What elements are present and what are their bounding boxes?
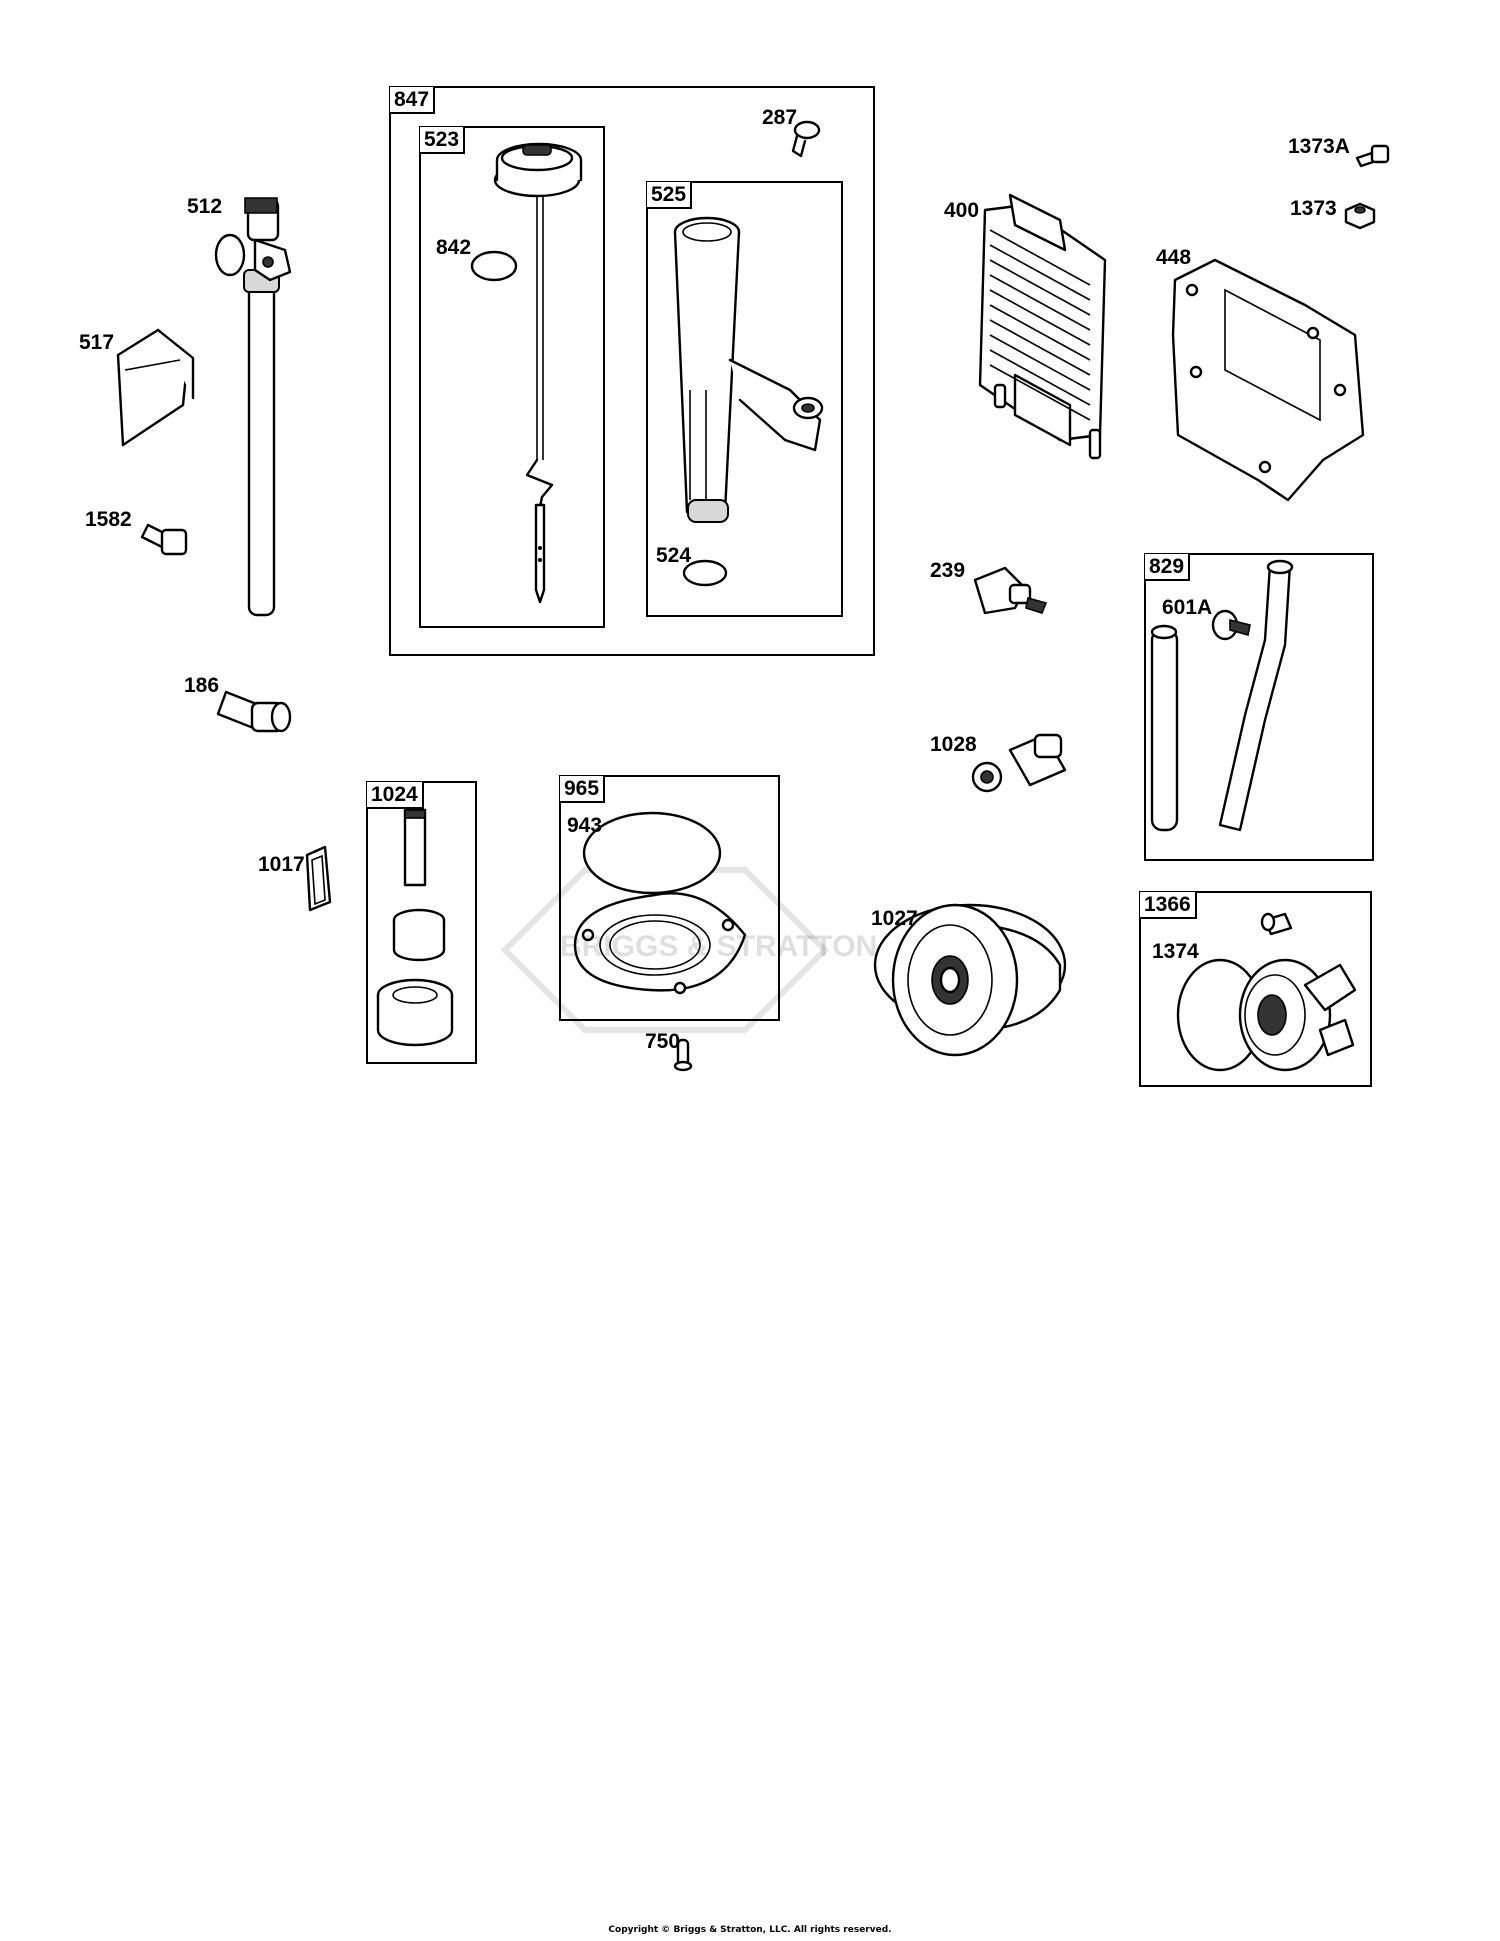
label-517: 517 [79,331,115,354]
label-1582: 1582 [85,508,132,531]
part-1028-sensor [971,733,1067,793]
kit-tag-965: 965 [560,776,606,803]
part-524-o-ring [682,559,728,587]
part-400-oil-cooler [978,193,1107,460]
kit-tag-525: 525 [647,182,693,209]
part-287-screw [791,120,821,158]
watermark-text: BRIGGS & STRATTON [560,930,878,963]
part-1366-adapter [1238,912,1357,1072]
kit-box-965: 965 [559,775,780,1021]
label-524: 524 [656,544,692,567]
part-1373A-bolt [1355,144,1390,168]
part-512-dipstick-tube [214,197,292,617]
label-1374: 1374 [1152,940,1199,963]
part-1017-gasket [305,845,332,912]
label-448: 448 [1156,246,1192,269]
label-1017: 1017 [258,853,305,876]
kit-tag-1366: 1366 [1140,892,1197,919]
label-512: 512 [187,195,223,218]
kit-tag-523: 523 [420,127,466,154]
part-965-adapter-plate [573,892,747,995]
label-1373A: 1373A [1288,135,1350,158]
part-1027-oil-filter [873,903,1067,1057]
label-842: 842 [436,236,472,259]
kit-tag-1024: 1024 [367,782,424,809]
kit-box-1366: 1366 [1139,891,1372,1087]
part-239-switch [973,566,1048,615]
part-525-fill-tube [673,216,824,523]
part-186-fitting [216,690,292,733]
label-601A: 601A [1162,596,1213,619]
part-750-pin [673,1038,693,1072]
part-1373-nut [1344,202,1376,230]
copyright-notice: Copyright © Briggs & Stratton, LLC. All … [608,1925,892,1935]
part-1024-components [376,808,454,1047]
label-943: 943 [567,814,603,837]
label-239: 239 [930,559,966,582]
part-523-dipstick [493,142,583,604]
kit-box-525: 525 [646,181,843,617]
kit-box-523: 523 [419,126,605,628]
kit-box-829: 829 [1144,553,1374,861]
part-1582-bolt [140,523,188,556]
kit-tag-847: 847 [390,87,436,114]
kit-box-1024: 1024 [366,781,477,1064]
part-601A-clamp [1211,609,1251,641]
brand-watermark [500,867,830,1033]
label-186: 186 [184,674,220,697]
kit-box-847: 847 [389,86,875,656]
label-1028: 1028 [930,733,977,756]
label-1373: 1373 [1290,197,1337,220]
part-842-o-ring [470,250,518,282]
label-1027: 1027 [871,907,918,930]
kit-tag-829: 829 [1145,554,1191,581]
part-943-o-ring [582,811,722,895]
part-448-bracket [1171,258,1365,502]
label-750: 750 [645,1030,681,1053]
label-287: 287 [762,106,798,129]
part-517-clip [116,328,195,447]
part-829-hoses [1150,559,1294,832]
label-400: 400 [944,199,980,222]
